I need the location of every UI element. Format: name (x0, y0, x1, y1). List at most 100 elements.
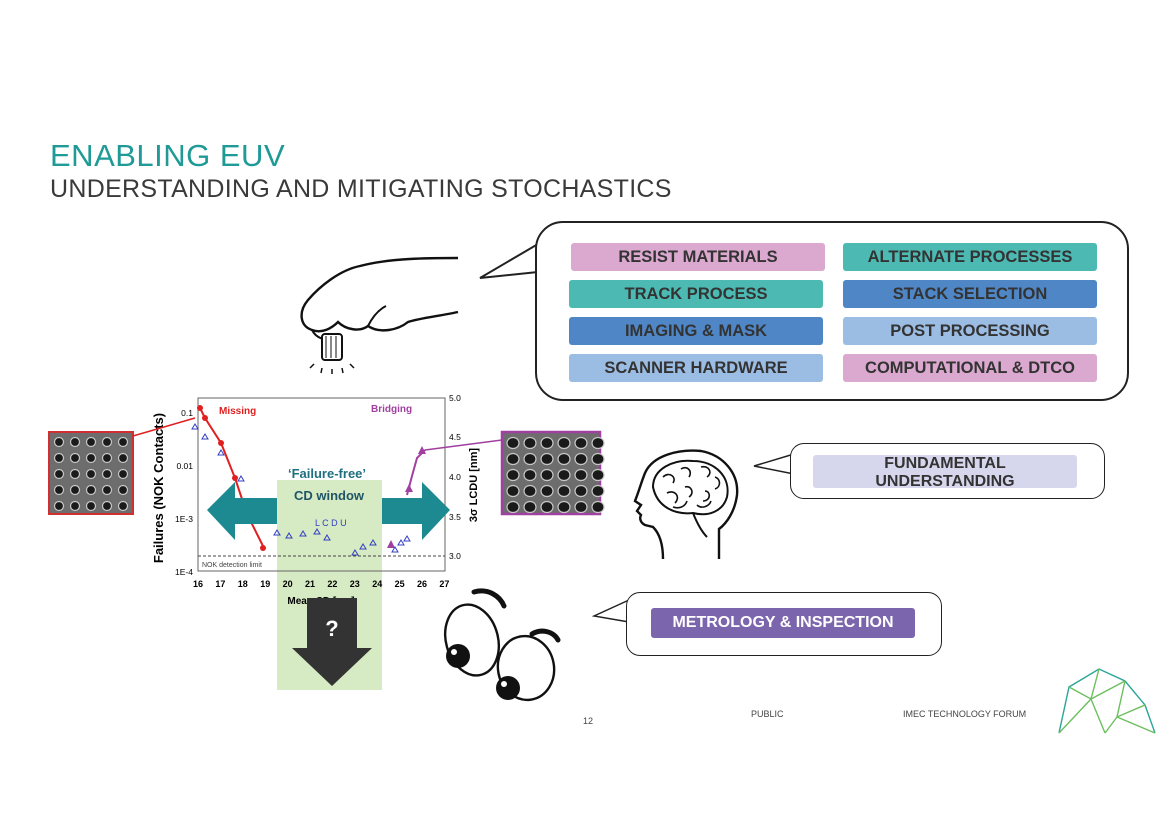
sem-hole (117, 484, 129, 496)
sem-hole (557, 436, 571, 450)
knob-alternate-processes: ALTERNATE PROCESSES (843, 243, 1097, 271)
sem-hole (506, 468, 520, 482)
x-tick: 23 (350, 579, 360, 589)
understanding-line1: FUNDAMENTAL (884, 455, 1006, 472)
page-title: ENABLING EUV (50, 138, 286, 173)
sem-hole (85, 500, 97, 512)
knob-stack-selection: STACK SELECTION (843, 280, 1097, 308)
sem-hole (117, 500, 129, 512)
understanding-tag: FUNDAMENTAL UNDERSTANDING (813, 455, 1077, 490)
sem-hole (540, 500, 554, 514)
knob-track-process: TRACK PROCESS (569, 280, 823, 308)
right-axis-label: 3σ LCDU [nm] (468, 448, 480, 522)
page-number: 12 (583, 716, 594, 726)
imec-logo-icon (1058, 668, 1156, 734)
left-tick: 1E-3 (175, 514, 193, 524)
x-tick: 24 (372, 579, 382, 589)
sem-hole (69, 468, 81, 480)
right-arrow-icon (382, 482, 450, 540)
sem-hole (506, 436, 520, 450)
understanding-bubble: FUNDAMENTAL UNDERSTANDING (790, 443, 1105, 499)
knob-computational-dtco: COMPUTATIONAL & DTCO (843, 354, 1097, 382)
right-tick: 5.0 (449, 393, 461, 403)
lcdu-label: L C D U (315, 518, 347, 528)
sem-hole (557, 468, 571, 482)
page-subtitle: UNDERSTANDING AND MITIGATING STOCHASTICS (50, 175, 672, 203)
left-axis-label: Failures (NOK Contacts) (151, 413, 166, 563)
sem-hole (523, 484, 537, 498)
brain-head-icon (633, 449, 739, 560)
sem-hole (117, 452, 129, 464)
metrology-bubble: METROLOGY & INSPECTION (626, 592, 942, 656)
left-tick: 0.1 (181, 408, 193, 418)
sem-hole (540, 468, 554, 482)
sem-hole (574, 500, 588, 514)
sem-hole (85, 468, 97, 480)
failure-free-label: ‘Failure-free’ (288, 466, 366, 481)
sem-hole (69, 436, 81, 448)
sem-hole (523, 500, 537, 514)
x-tick: 19 (260, 579, 270, 589)
sem-hole (53, 436, 65, 448)
sem-hole (591, 452, 605, 466)
sem-hole (101, 500, 113, 512)
sem-hole (85, 436, 97, 448)
x-tick: 22 (327, 579, 337, 589)
sem-hole (523, 452, 537, 466)
classification-label: PUBLIC (751, 709, 784, 719)
right-tick: 3.0 (449, 551, 461, 561)
eyes-icon (444, 588, 561, 702)
sem-hole (591, 436, 605, 450)
detection-limit-label: NOK detection limit (202, 562, 262, 569)
sem-hole (540, 436, 554, 450)
x-tick: 25 (395, 579, 405, 589)
x-tick: 18 (238, 579, 248, 589)
left-arrow-icon (207, 482, 277, 540)
sem-hole (101, 452, 113, 464)
sem-hole (574, 468, 588, 482)
sem-hole (574, 452, 588, 466)
x-tick: 26 (417, 579, 427, 589)
metrology-bubble-tail (592, 599, 630, 623)
x-tick: 27 (439, 579, 449, 589)
sem-hole (117, 436, 129, 448)
knob-imaging-mask: IMAGING & MASK (569, 317, 823, 345)
sem-hole (85, 484, 97, 496)
sem-hole (101, 436, 113, 448)
sem-hole (69, 484, 81, 496)
sem-hole (506, 452, 520, 466)
event-label: IMEC TECHNOLOGY FORUM (903, 709, 1027, 719)
plot-frame (197, 397, 446, 572)
sem-hole (117, 468, 129, 480)
left-tick: 0.01 (176, 461, 193, 471)
metrology-tag: METROLOGY & INSPECTION (651, 608, 915, 638)
knob-scanner-hardware: SCANNER HARDWARE (569, 354, 823, 382)
knob-post-processing: POST PROCESSING (843, 317, 1097, 345)
sem-hole (53, 484, 65, 496)
sem-hole (101, 484, 113, 496)
understanding-bubble-tail (753, 453, 795, 475)
right-tick: 4.0 (449, 472, 461, 482)
sem-hole (506, 500, 520, 514)
sem-hole (574, 436, 588, 450)
sem-hole (591, 468, 605, 482)
sem-hole (557, 500, 571, 514)
down-arrow-icon (292, 598, 372, 686)
sem-hole (53, 500, 65, 512)
bridging-label: Bridging (371, 404, 412, 415)
sem-hole (591, 484, 605, 498)
knob-resist-materials: RESIST MATERIALS (571, 243, 825, 271)
sem-hole (574, 484, 588, 498)
knobs-bubble: RESIST MATERIALS ALTERNATE PROCESSES TRA… (535, 221, 1129, 401)
x-tick: 20 (283, 579, 293, 589)
question-mark: ? (325, 616, 338, 641)
sem-hole (557, 484, 571, 498)
bubble-tail (479, 243, 539, 279)
sem-hole (506, 484, 520, 498)
sem-hole (69, 500, 81, 512)
missing-label: Missing (219, 406, 256, 417)
x-tick: 16 (193, 579, 203, 589)
left-tick: 1E-4 (175, 567, 193, 577)
sem-hole (53, 452, 65, 464)
sem-hole (591, 500, 605, 514)
